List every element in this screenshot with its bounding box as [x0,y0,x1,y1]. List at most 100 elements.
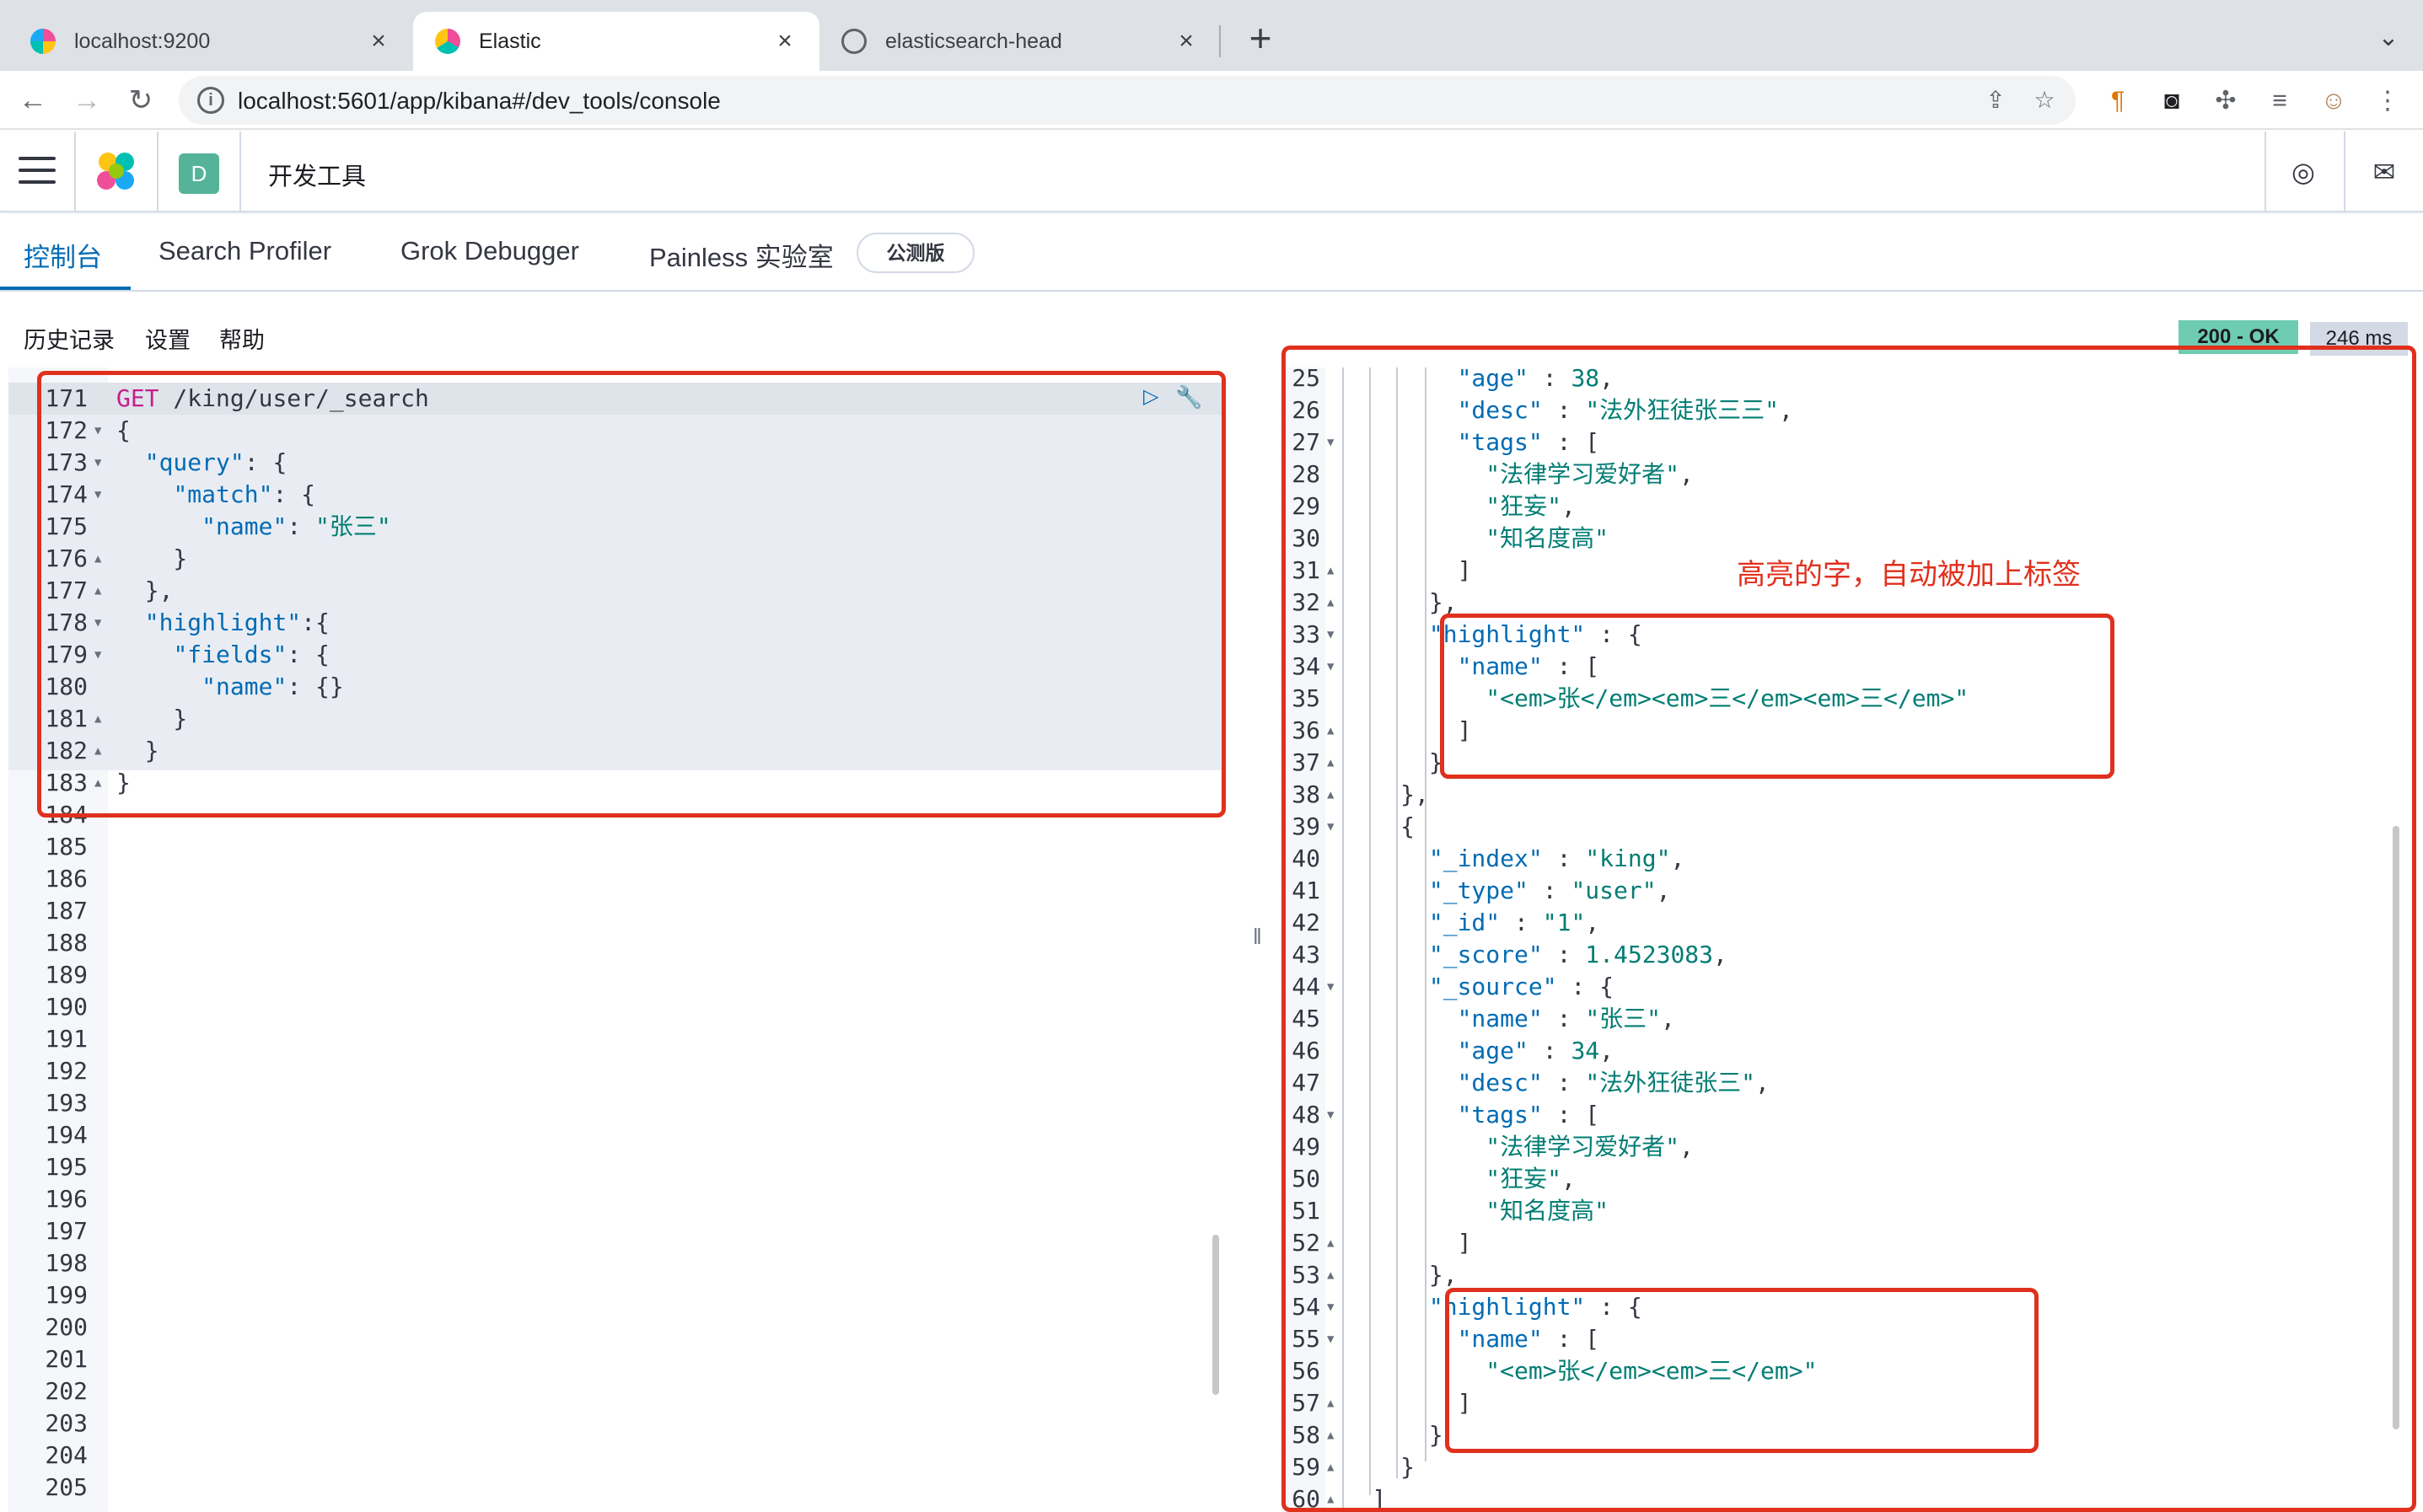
browser-menu-icon[interactable]: ⋮ [2375,87,2400,115]
code-line[interactable]: 203 [8,1407,1222,1440]
resize-grip-icon[interactable]: ‖ [1253,924,1262,949]
response-editor[interactable]: 25 "age" : 38,26 "desc" : "法外狂徒张三三",27▼ … [1281,367,2423,1512]
response-scrollbar[interactable] [2393,826,2399,1429]
fold-open-icon[interactable]: ▼ [94,648,102,662]
code-line[interactable]: 187 [8,895,1222,927]
settings-link[interactable]: 设置 [145,328,191,353]
space-avatar[interactable]: D [179,153,219,194]
code-line[interactable]: 202 [8,1375,1222,1407]
code-line[interactable]: 201 [8,1343,1222,1375]
code-line[interactable]: 194 [8,1119,1222,1151]
code-line[interactable]: 58▲ } [1281,1419,2403,1451]
fold-close-icon[interactable]: ▲ [1327,564,1335,577]
fold-close-icon[interactable]: ▲ [1327,788,1335,802]
code-line[interactable]: 43 "_score" : 1.4523083, [1281,939,2403,971]
browser-tab-elasticsearch-head[interactable]: elasticsearch-head × [819,12,1221,71]
new-tab-button[interactable]: + [1249,16,1272,60]
fold-open-icon[interactable]: ▼ [94,456,102,469]
code-line[interactable]: 26 "desc" : "法外狂徒张三三", [1281,394,2403,426]
code-line[interactable]: 180 "name": {} [8,671,1222,703]
code-line[interactable]: 185 [8,831,1222,863]
code-line[interactable]: 48▼ "tags" : [ [1281,1099,2403,1131]
tab-painless-lab[interactable]: Painless 实验室 [649,243,834,272]
code-line[interactable]: 38▲ }, [1281,779,2403,811]
code-line[interactable]: 197 [8,1215,1222,1247]
fold-open-icon[interactable]: ▼ [1327,1300,1335,1314]
tab-search-button[interactable]: ⌄ [2377,24,2399,51]
extensions-puzzle-icon[interactable]: ✣ [2215,87,2237,115]
fold-close-icon[interactable]: ▲ [1327,756,1335,769]
code-line[interactable]: 199 [8,1279,1222,1311]
browser-tab-localhost[interactable]: localhost:9200 × [8,12,413,71]
code-line[interactable]: 55▼ "name" : [ [1281,1323,2403,1355]
pilcrow-extension-icon[interactable]: ¶ [2110,87,2125,115]
incognito-extension-icon[interactable]: ◙ [2163,87,2180,115]
code-line[interactable]: 178▼ "highlight":{ [8,607,1222,639]
code-line[interactable]: 59▲ } [1281,1451,2403,1483]
reading-list-icon[interactable]: ≡ [2272,87,2287,115]
forward-icon[interactable]: → [73,84,101,116]
history-link[interactable]: 历史记录 [24,328,115,353]
code-line[interactable]: 181▲ } [8,703,1222,735]
code-line[interactable]: 60▲ ] [1281,1483,2403,1512]
fold-open-icon[interactable]: ▼ [1327,980,1335,994]
code-line[interactable]: 182▲ } [8,735,1222,767]
elastic-logo-icon[interactable] [94,150,138,194]
code-line[interactable]: 30 "知名度高" [1281,523,2403,555]
code-line[interactable]: 45 "name" : "张三", [1281,1003,2403,1035]
code-line[interactable]: 40 "_index" : "king", [1281,843,2403,875]
fold-close-icon[interactable]: ▲ [1327,1461,1335,1474]
fold-open-icon[interactable]: ▼ [94,424,102,437]
code-line[interactable]: 25 "age" : 38, [1281,367,2403,394]
play-icon[interactable]: ▷ [1143,385,1159,408]
fold-open-icon[interactable]: ▼ [94,488,102,501]
fold-open-icon[interactable]: ▼ [1327,820,1335,834]
code-line[interactable]: 52▲ ] [1281,1227,2403,1259]
share-icon[interactable]: ⇪ [1985,87,2006,113]
help-lifebuoy-icon[interactable]: ◎ [2291,157,2315,187]
close-icon[interactable]: × [777,27,792,55]
code-line[interactable]: 176▲ } [8,543,1222,575]
fold-close-icon[interactable]: ▲ [1327,1236,1335,1250]
code-line[interactable]: 39▼ { [1281,811,2403,843]
fold-close-icon[interactable]: ▲ [1327,724,1335,737]
close-icon[interactable]: × [1179,27,1194,55]
browser-tab-elastic[interactable]: Elastic × [413,12,819,71]
tab-search-profiler[interactable]: Search Profiler [158,236,332,265]
fold-open-icon[interactable]: ▼ [94,616,102,630]
code-line[interactable]: 193 [8,1087,1222,1119]
fold-close-icon[interactable]: ▲ [1327,1268,1335,1282]
fold-open-icon[interactable]: ▼ [1327,660,1335,673]
fold-close-icon[interactable]: ▲ [94,552,102,566]
code-line[interactable]: 27▼ "tags" : [ [1281,426,2403,458]
code-line[interactable]: 42 "_id" : "1", [1281,907,2403,939]
fold-close-icon[interactable]: ▲ [1327,1397,1335,1410]
fold-close-icon[interactable]: ▲ [94,712,102,726]
close-icon[interactable]: × [371,27,386,55]
code-line[interactable]: 33▼ "highlight" : { [1281,619,2403,651]
tab-console[interactable]: 控制台 [24,243,102,272]
fold-open-icon[interactable]: ▼ [1327,1108,1335,1122]
fold-open-icon[interactable]: ▼ [1327,436,1335,449]
help-link[interactable]: 帮助 [219,328,265,353]
fold-close-icon[interactable]: ▲ [94,584,102,598]
code-line[interactable]: 196 [8,1183,1222,1215]
code-line[interactable]: 37▲ } [1281,747,2403,779]
wrench-icon[interactable]: 🔧 [1175,384,1203,410]
code-line[interactable]: 192 [8,1055,1222,1087]
site-info-icon[interactable]: i [197,87,224,114]
code-line[interactable]: 36▲ ] [1281,715,2403,747]
code-line[interactable]: 175 "name": "张三" [8,511,1222,543]
code-line[interactable]: 189 [8,959,1222,991]
fold-close-icon[interactable]: ▲ [1327,1493,1335,1506]
code-line[interactable]: 51 "知名度高" [1281,1195,2403,1227]
code-line[interactable]: 179▼ "fields": { [8,639,1222,671]
fold-close-icon[interactable]: ▲ [94,776,102,790]
code-line[interactable]: 173▼ "query": { [8,447,1222,479]
code-line[interactable]: 172▼{ [8,415,1222,447]
back-icon[interactable]: ← [19,84,47,116]
newsfeed-mail-icon[interactable]: ✉ [2372,157,2396,187]
code-line[interactable]: 35 "<em>张</em><em>三</em><em>三</em>" [1281,683,2403,715]
